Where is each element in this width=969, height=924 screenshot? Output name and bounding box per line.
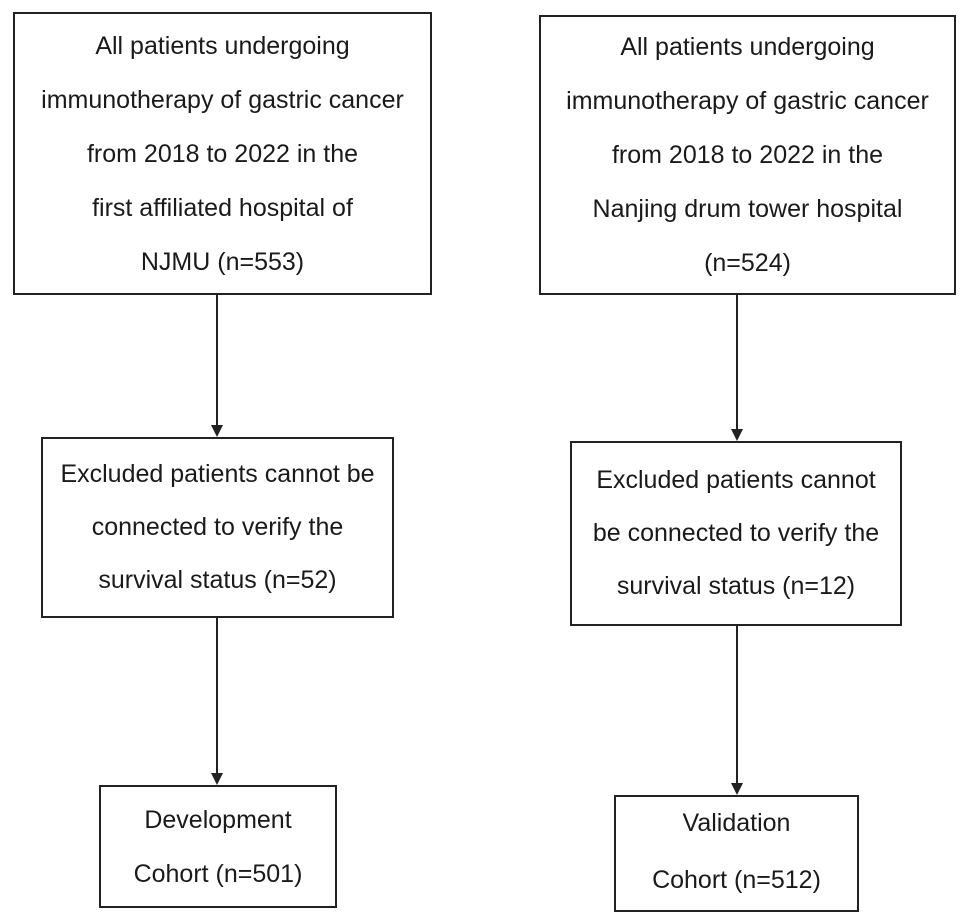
left-source-line-3: from 2018 to 2022 in the <box>86 139 359 168</box>
development-cohort-line-1: Development <box>144 805 292 834</box>
right-source-line-2: immunotherapy of gastric cancer <box>566 87 929 115</box>
right-exclusion-line-1: Excluded patients cannot <box>596 466 876 494</box>
development-cohort-line-2: Cohort (n=501) <box>133 859 303 888</box>
left-source-line-5: NJMU (n=553) <box>140 247 305 276</box>
arrowhead-right-cohort <box>731 783 743 795</box>
right-source-line-1: All patients undergoing <box>620 33 875 61</box>
right-source-line-3: from 2018 to 2022 in the <box>611 141 884 169</box>
left-source-line-2: immunotherapy of gastric cancer <box>41 85 404 114</box>
left-source-line-1: All patients undergoing <box>95 31 350 60</box>
right-source-box: All patients undergoing immunotherapy of… <box>539 15 956 295</box>
right-source-line-5: (n=524) <box>704 249 791 277</box>
arrowhead-left-exclusion <box>211 425 223 437</box>
left-exclusion-line-1: Excluded patients cannot be <box>60 460 375 488</box>
validation-cohort-box: Validation Cohort (n=512) <box>614 795 859 912</box>
left-source-box: All patients undergoing immunotherapy of… <box>13 12 432 295</box>
right-exclusion-line-2: be connected to verify the <box>592 519 880 547</box>
left-source-line-4: first affiliated hospital of <box>92 193 353 222</box>
right-source-line-4: Nanjing drum tower hospital <box>592 195 903 223</box>
development-cohort-box: Development Cohort (n=501) <box>99 785 337 908</box>
validation-cohort-line-1: Validation <box>682 809 791 837</box>
left-exclusion-line-3: survival status (n=52) <box>98 566 337 594</box>
left-exclusion-box: Excluded patients cannot be connected to… <box>41 437 394 618</box>
right-exclusion-line-3: survival status (n=12) <box>616 572 856 600</box>
left-exclusion-line-2: connected to verify the <box>91 513 344 541</box>
arrowhead-left-cohort <box>211 773 223 785</box>
arrowhead-right-exclusion <box>731 429 743 441</box>
right-exclusion-box: Excluded patients cannot be connected to… <box>570 441 902 626</box>
validation-cohort-line-2: Cohort (n=512) <box>652 866 821 894</box>
